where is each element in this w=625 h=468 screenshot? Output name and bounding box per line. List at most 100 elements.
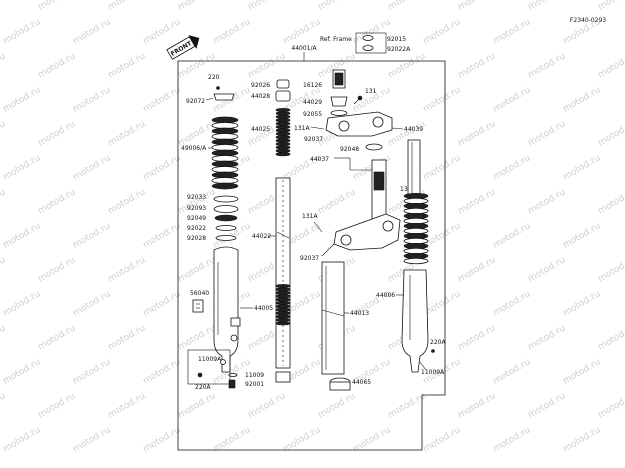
watermark-text: motod.ru: [177, 391, 218, 420]
watermark-text: motod.ru: [492, 357, 533, 386]
spring-coil: [275, 311, 291, 316]
drain-group-box-left: [187, 349, 231, 385]
label-11009a-left: 11009A: [198, 356, 222, 363]
ref-frame-label: Ref. Frame: [320, 36, 352, 43]
bellows-ring: [211, 133, 239, 140]
watermark-text: motod.ru: [2, 425, 43, 454]
watermark-text: motod.ru: [2, 357, 43, 386]
label-44065: 44065: [352, 379, 371, 386]
watermark-text: motod.ru: [492, 85, 533, 114]
watermark-text: motod.ru: [107, 119, 148, 148]
watermark-text: motod.ru: [527, 0, 568, 13]
watermark-text: motod.ru: [177, 255, 218, 284]
label-plate-56040: [192, 299, 204, 313]
watermark-text: motod.ru: [387, 119, 428, 148]
bolt-92001: [228, 379, 236, 389]
outer-tube-right: [401, 269, 429, 373]
watermark-text: motod.ru: [0, 187, 7, 216]
seal-92022: [215, 225, 237, 231]
watermark-text: motod.ru: [492, 153, 533, 182]
watermark-text: motod.ru: [527, 51, 568, 80]
watermark-text: motod.ru: [142, 85, 183, 114]
watermark-layer: motod.ru motod.ru motod.ru motod.ru motod.ru…: [0, 0, 625, 455]
watermark-text: motod.ru: [247, 51, 288, 80]
watermark-text: motod.ru: [492, 17, 533, 46]
watermark-text: motod.ru: [422, 153, 463, 182]
watermark-text: motod.ru: [562, 221, 603, 250]
spring-coil: [275, 297, 291, 302]
spring-coil: [275, 284, 291, 288]
watermark-text: motod.ru: [107, 0, 148, 13]
fork-cap-bracket: [213, 93, 235, 101]
seal-92049: [214, 214, 238, 222]
watermark-text: motod.ru: [37, 323, 78, 352]
bellows-ring: [211, 155, 239, 162]
bellows-ring: [403, 227, 429, 235]
oring-92048: [365, 143, 383, 151]
label-92072: 92072: [186, 98, 205, 105]
watermark-text: motod.ru: [422, 85, 463, 114]
watermark-text: motod.ru: [527, 119, 568, 148]
label-92055: 92055: [303, 111, 322, 118]
label-44028: 44028: [251, 93, 270, 100]
watermark-text: motod.ru: [527, 391, 568, 420]
label-92001: 92001: [245, 381, 264, 388]
watermark-text: motod.ru: [317, 391, 358, 420]
watermark-text: motod.ru: [387, 51, 428, 80]
spring-coil: [275, 318, 291, 322]
watermark-text: motod.ru: [387, 0, 428, 13]
label-131-top: 131: [365, 88, 377, 95]
watermark-text: motod.ru: [492, 221, 533, 250]
watermark-text: motod.ru: [107, 51, 148, 80]
ref-frame-box: [355, 32, 387, 54]
watermark-text: motod.ru: [597, 323, 625, 352]
watermark-text: motod.ru: [0, 255, 7, 284]
label-92015: 92015: [387, 36, 406, 43]
watermark-text: motod.ru: [142, 357, 183, 386]
watermark-text: motod.ru: [422, 425, 463, 454]
watermark-text: motod.ru: [562, 289, 603, 318]
spring-coil: [275, 287, 291, 292]
watermark-text: motod.ru: [72, 17, 113, 46]
spacer-44028: [275, 90, 291, 102]
watermark-text: motod.ru: [2, 221, 43, 250]
watermark-text: motod.ru: [387, 391, 428, 420]
spring-coil: [275, 135, 291, 140]
watermark-text: motod.ru: [247, 391, 288, 420]
watermark-text: motod.ru: [457, 255, 498, 284]
watermark-text: motod.ru: [527, 187, 568, 216]
front-arrow-icon: FRONT: [166, 35, 200, 60]
watermark-text: motod.ru: [457, 119, 498, 148]
spring-coil: [275, 108, 291, 112]
label-220a-right: 220A: [430, 339, 446, 346]
label-92026: 92026: [251, 82, 270, 89]
label-131-mid: 131: [400, 186, 412, 193]
spring-coil: [275, 314, 291, 319]
watermark-text: motod.ru: [72, 221, 113, 250]
spring-coil: [275, 138, 291, 143]
watermark-text: motod.ru: [72, 357, 113, 386]
watermark-text: motod.ru: [597, 51, 625, 80]
spring-coil: [275, 131, 291, 136]
watermark-text: motod.ru: [0, 0, 7, 13]
bellows-ring: [403, 217, 429, 225]
label-44005: 44005: [254, 305, 273, 312]
spring-coil: [275, 321, 291, 326]
bellows-ring: [211, 144, 239, 151]
watermark-text: motod.ru: [527, 255, 568, 284]
watermark-text: motod.ru: [0, 391, 7, 420]
watermark-text: motod.ru: [597, 187, 625, 216]
watermark-text: motod.ru: [457, 323, 498, 352]
label-44022: 44022: [252, 233, 271, 240]
watermark-text: motod.ru: [597, 0, 625, 13]
rebound-spring: [275, 284, 291, 326]
watermark-text: motod.ru: [72, 153, 113, 182]
label-220: 220: [208, 74, 220, 81]
oil-lock-piece: [275, 371, 291, 383]
watermark-text: motod.ru: [37, 0, 78, 13]
watermark-text: motod.ru: [37, 187, 78, 216]
watermark-text: motod.ru: [0, 119, 7, 148]
watermark-text: motod.ru: [72, 85, 113, 114]
